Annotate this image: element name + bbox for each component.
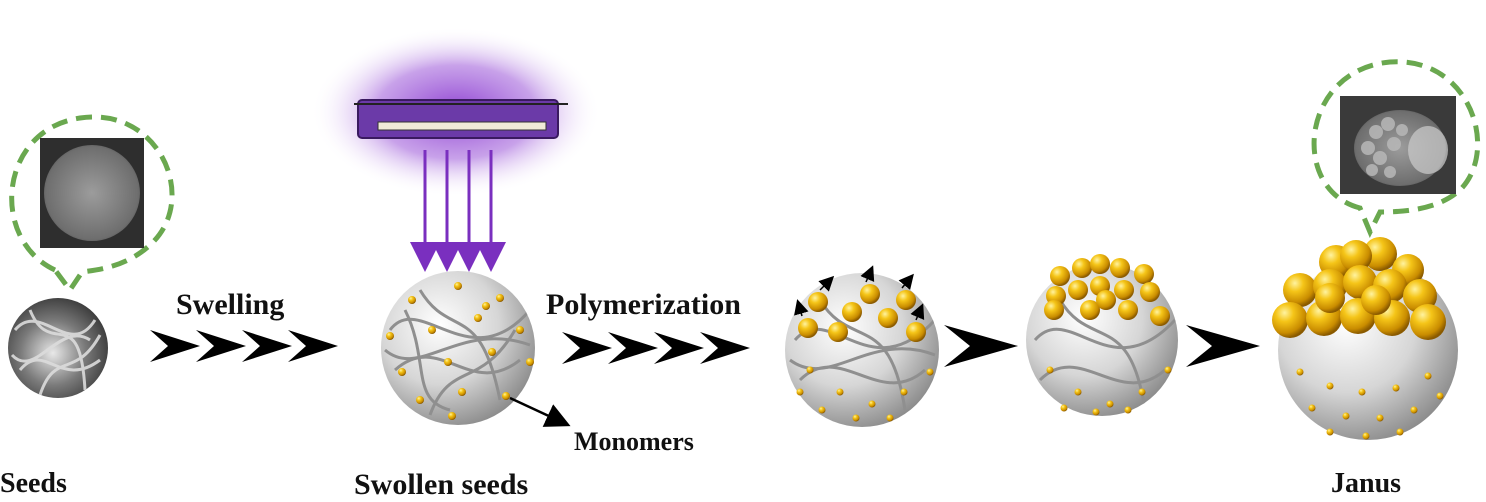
polymerization-label: Polymerization: [546, 288, 741, 321]
monomers-pointer-arrow: [509, 396, 571, 427]
seed-particle: [8, 298, 108, 398]
swollen-seed-particle: [381, 271, 535, 425]
sem-seed-particle: [44, 145, 140, 241]
growing-particle: [1026, 254, 1178, 416]
small-chevron-arrow: [1186, 325, 1260, 367]
polymerizing-particle: [785, 265, 939, 427]
uv-lamp-icon: [311, 27, 601, 197]
swelling-label: Swelling: [176, 288, 284, 321]
polymerization-chevron-arrow: [562, 332, 750, 364]
callout-dashed-outline: [9, 114, 175, 295]
swelling-chevron-arrow: [150, 330, 338, 362]
janus-label: Janus: [1331, 468, 1401, 499]
janus-particle: [1272, 237, 1458, 440]
callout-dashed-outline: [1311, 59, 1481, 239]
small-chevron-arrow: [944, 325, 1018, 367]
janus-callout: [1311, 59, 1481, 239]
swollen-seeds-label: Swollen seeds: [354, 468, 528, 501]
uv-light-arrows: [410, 150, 506, 272]
seeds-label: Seeds: [0, 468, 67, 499]
seeds-callout: [9, 114, 175, 295]
monomers-label: Monomers: [574, 427, 694, 456]
